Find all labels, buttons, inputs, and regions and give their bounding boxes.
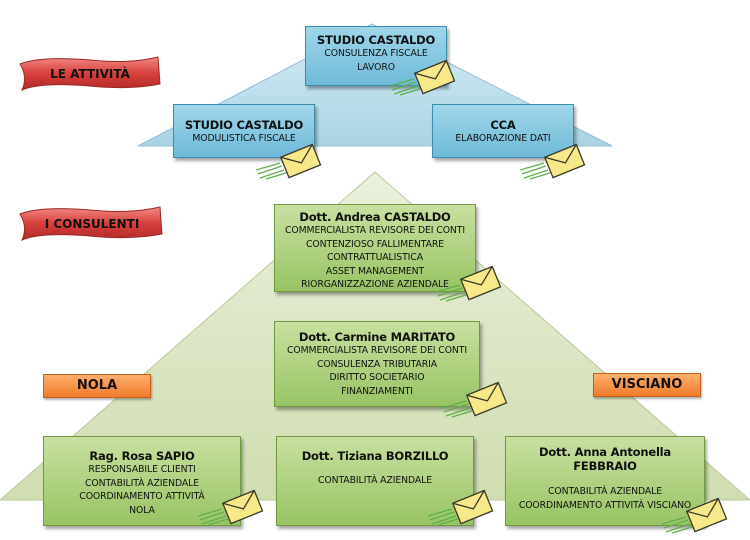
consultant-role: CONTENZIOSO FALLIMENTARE — [306, 238, 444, 250]
mail-envelope-icon[interactable] — [256, 140, 322, 180]
consultant-box-andrea-castaldo: Dott. Andrea CASTALDO COMMERCIALISTA REV… — [274, 204, 476, 292]
mail-envelope-icon[interactable] — [428, 486, 494, 526]
mail-envelope-icon[interactable] — [198, 486, 264, 526]
mail-envelope-icon[interactable] — [390, 56, 456, 96]
mail-envelope-icon[interactable] — [436, 262, 502, 302]
consultant-role: CONTRATTUALISTICA — [327, 252, 423, 263]
consultant-name: Rag. Rosa SAPIO — [89, 449, 195, 463]
activity-title: STUDIO CASTALDO — [184, 118, 304, 132]
consultant-role: COORDINAMENTO ATTIVITÀ — [79, 491, 205, 502]
consultant-role: DIRITTO SOCIETARIO — [329, 372, 425, 383]
activity-line: MODULISTICA FISCALE — [192, 133, 296, 144]
activity-line: CONSULENZA FISCALE — [324, 48, 428, 59]
activity-line: LAVORO — [357, 61, 395, 73]
consultants-section-label: I CONSULENTI — [44, 217, 140, 231]
consultant-box-carmine-maritato: Dott. Carmine MARITATO COMMERCIALISTA RE… — [274, 321, 480, 407]
activities-section-label: LE ATTIVITÀ — [50, 67, 130, 81]
mail-envelope-icon[interactable] — [662, 494, 728, 534]
location-label-nola: NOLA — [43, 374, 151, 398]
consultant-name: Dott. Andrea CASTALDO — [299, 210, 451, 224]
activity-box-studio-castaldo-modulistica: STUDIO CASTALDO MODULISTICA FISCALE — [173, 104, 315, 158]
consultant-role: COMMERCIALISTA REVISORE DEI CONTI — [285, 225, 465, 236]
consultant-box-tiziana-borzillo: Dott. Tiziana BORZILLO CONTABILITÀ AZIEN… — [276, 436, 474, 526]
consultant-role: COORDINAMENTO ATTIVITÀ VISCIANO — [518, 499, 692, 511]
consultant-role: CONTABILITÀ AZIENDALE — [84, 477, 199, 489]
consultant-role: RIORGANIZZAZIONE AZIENDALE — [301, 279, 449, 290]
mail-envelope-icon[interactable] — [442, 378, 508, 418]
consultant-name: Dott. Carmine MARITATO — [298, 330, 456, 344]
activity-title: CCA — [490, 118, 516, 132]
consultants-ribbon — [19, 206, 163, 241]
activities-ribbon — [19, 56, 161, 91]
consultant-role: FINANZIAMENTI — [341, 385, 413, 397]
activity-box-cca: CCA ELABORAZIONE DATI — [432, 104, 574, 158]
consultant-box-rosa-sapio: Rag. Rosa SAPIO RESPONSABILE CLIENTI CON… — [43, 436, 241, 526]
consultant-role: COMMERCIALISTA REVISORE DEI CONTI — [287, 345, 467, 356]
consultant-role: CONTABILITÀ AZIENDALE — [317, 475, 432, 486]
consultant-role: CONSULENZA TRIBUTARIA — [316, 358, 437, 370]
consultant-role: ASSET MANAGEMENT — [325, 265, 425, 277]
consultant-name: Dott. Anna Antonella FEBBRAIO — [539, 445, 671, 473]
consultant-role: CONTABILITÀ AZIENDALE — [547, 486, 662, 497]
activity-line: ELABORAZIONE DATI — [455, 133, 551, 144]
mail-envelope-icon[interactable] — [520, 140, 586, 180]
consultant-role: RESPONSABILE CLIENTI — [88, 464, 196, 475]
consultant-name: Dott. Tiziana BORZILLO — [301, 449, 449, 463]
activity-title: STUDIO CASTALDO — [316, 33, 436, 47]
location-label-visciano: VISCIANO — [593, 373, 701, 397]
consultant-role: NOLA — [129, 504, 155, 516]
consultant-box-anna-antonella-febbraio: Dott. Anna Antonella FEBBRAIO CONTABILIT… — [505, 436, 705, 526]
